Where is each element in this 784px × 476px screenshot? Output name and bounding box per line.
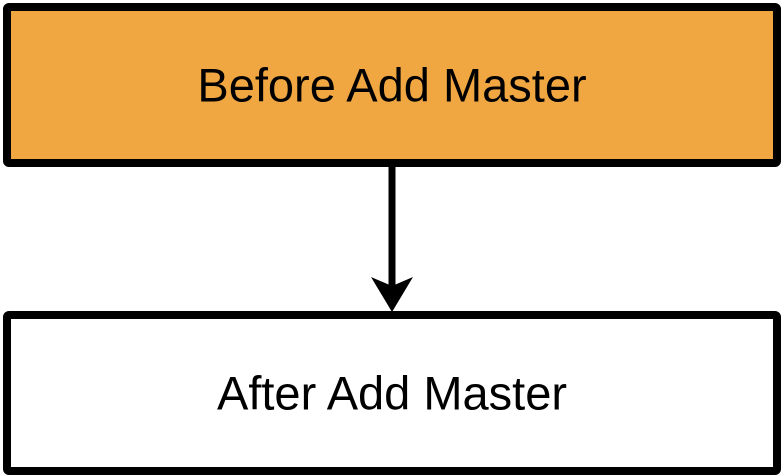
node-before-label: Before Add Master [197,59,586,112]
node-after-add-master: After Add Master [3,311,781,475]
arrow-head-icon [371,277,413,312]
node-after-border [3,311,781,475]
node-before-add-master: Before Add Master [3,3,781,167]
node-after-box [7,315,777,471]
node-before-box [7,7,777,163]
node-before-border [3,3,781,167]
node-after-label: After Add Master [217,367,567,420]
down-arrow-connector [371,165,413,312]
